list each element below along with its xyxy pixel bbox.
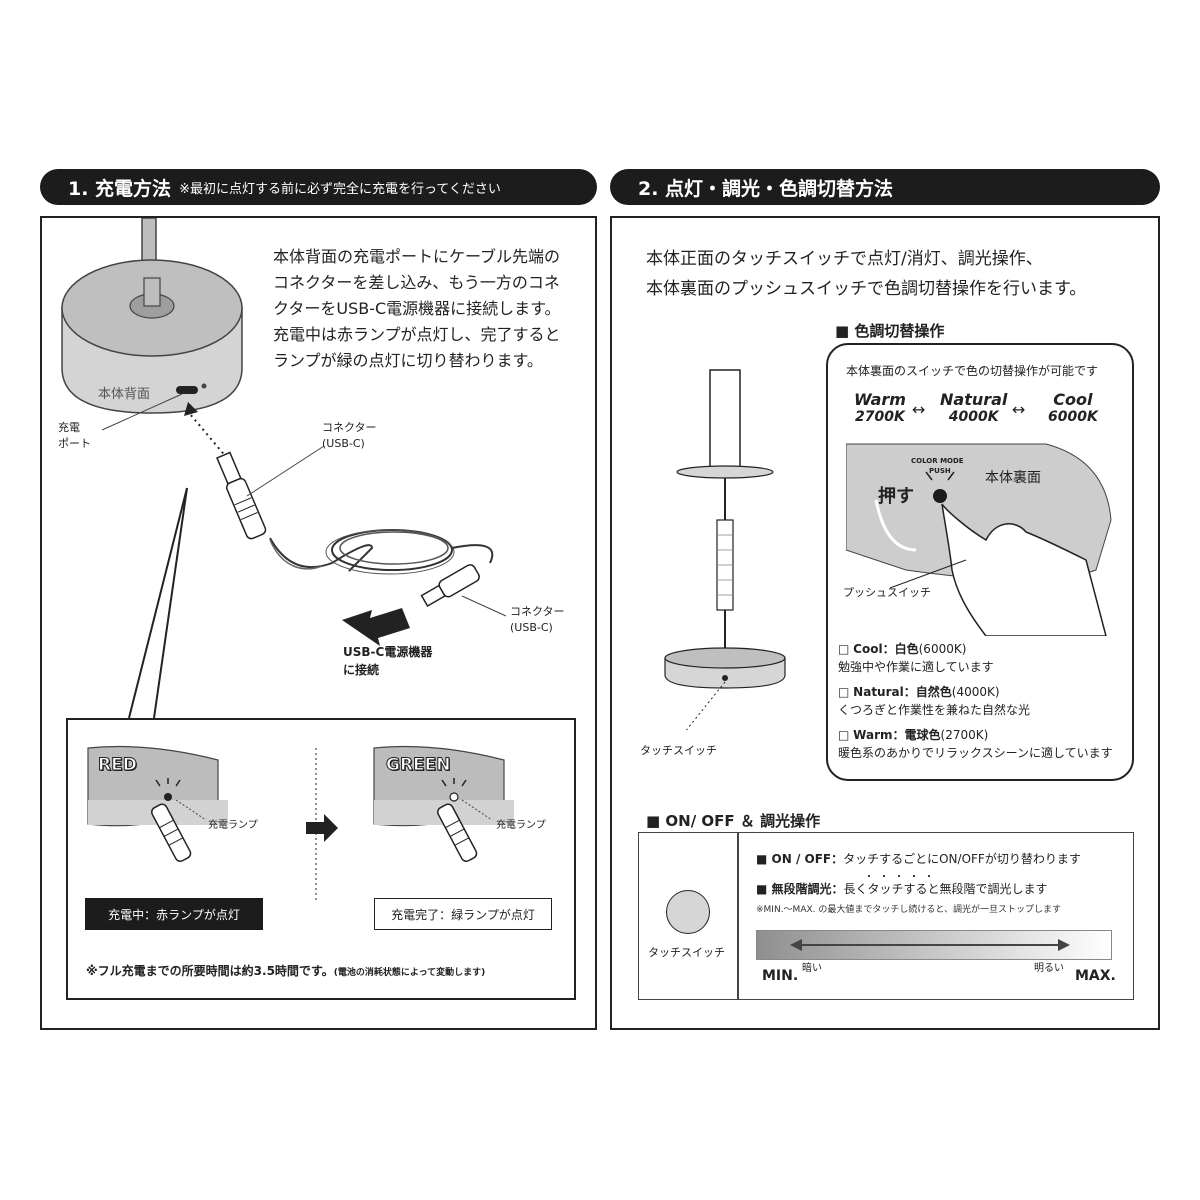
color-option-natural: □ Natural：自然色(4000K) くつろぎと作業性を兼ねた自然な光 [838, 685, 1031, 717]
dark-label: 暗い [802, 963, 822, 974]
arrow-icon: ↔ [912, 400, 926, 419]
lamp-full-illustration [664, 369, 786, 730]
section1-panel [40, 216, 597, 1030]
push-switch-label: プッシュスイッチ [843, 586, 931, 599]
back-body-label: 本体裏面 [985, 470, 1041, 486]
color-mode-box [826, 343, 1134, 781]
dimming-arrow-icon [790, 939, 1070, 951]
emphasis-dots: ・・・・・ [864, 872, 939, 883]
touch-switch-icon [666, 890, 710, 934]
section2-header: 2. 点灯・調光・色調切替方法 [610, 169, 1160, 205]
green-caption: 充電完了：緑ランプが点灯 [374, 898, 552, 930]
push-label: PUSH [929, 467, 951, 475]
red-title: RED [98, 755, 138, 776]
mode-cool: Cool 6000K [1048, 390, 1098, 425]
onoff-divider [737, 833, 739, 999]
press-label: 押す [878, 486, 914, 507]
mode-natural: Natural 4000K [940, 390, 1008, 425]
bright-label: 明るい [1034, 963, 1064, 974]
color-modes-row: Warm 2700K ↔ Natural 4000K ↔ Cool 6000K [840, 390, 1120, 434]
base-back-label: 本体背面 [98, 387, 151, 402]
onoff-section-title: ■ ON/ OFF ＆ 調光操作 [646, 812, 821, 830]
onoff-box [638, 832, 1134, 1000]
charge-port-label: 充電 ポート [58, 421, 91, 450]
green-lamp-label: 充電ランプ [496, 820, 546, 831]
arrow-icon: ↔ [1012, 400, 1026, 419]
section2-description: 本体正面のタッチスイッチで点灯/消灯、調光操作、 本体裏面のプッシュスイッチで色… [646, 249, 1087, 299]
connector-bottom-label: コネクター (USB-C) [510, 605, 565, 634]
charge-status-box [66, 718, 576, 1000]
touch-switch-label: タッチスイッチ [640, 744, 717, 757]
onoff-line1: ■ ON / OFF：タッチするごとにON/OFFが切り替わります [756, 852, 1081, 866]
red-lamp-label: 充電ランプ [208, 820, 258, 831]
color-mode-label: COLOR MODE [911, 457, 964, 465]
color-option-cool: □ Cool：白色(6000K) 勉強中や作業に適しています [838, 642, 994, 674]
section1-title: 1. 充電方法 [68, 177, 172, 200]
lamp-base-illustration [61, 218, 507, 719]
charge-time-footnote: ※フル充電までの所要時間は約3.5時間です。(電池の消耗状態によって変動します) [86, 964, 486, 978]
section1-description: 本体背面の充電ポートにケーブル先端の コネクターを差し込み、もう一方のコネ クタ… [273, 247, 561, 370]
charge-status-illustration [87, 745, 514, 900]
section2-panel [610, 216, 1160, 1030]
section1-note: ※最初に点灯する前に必ず完全に充電を行ってください [179, 181, 501, 197]
section1-header: 1. 充電方法 ※最初に点灯する前に必ず完全に充電を行ってください [40, 169, 597, 205]
red-caption: 充電中：赤ランプが点灯 [85, 898, 263, 930]
min-label: MIN. [762, 968, 799, 984]
mode-warm: Warm 2700K [854, 390, 906, 425]
color-section-title: ■ 色調切替操作 [835, 322, 945, 340]
connector-top-label: コネクター (USB-C) [322, 421, 377, 450]
back-switch-illustration [846, 443, 1112, 636]
power-device-label: USB-C電源機器 に接続 [343, 645, 433, 677]
color-box-header: 本体裏面のスイッチで色の切替操作が可能です [846, 364, 1099, 378]
green-title: GREEN [386, 755, 451, 776]
color-option-warm: □ Warm：電球色(2700K) 暖色系のあかりでリラックスシーンに適していま… [838, 728, 1113, 760]
max-label: MAX. [1075, 968, 1116, 984]
section2-title: 2. 点灯・調光・色調切替方法 [638, 177, 894, 200]
onoff-line2: ■ 無段階調光：長くタッチすると無段階で調光します [756, 882, 1048, 896]
onoff-note: ※MIN.〜MAX. の最大値までタッチし続けると、調光が一旦ストップします [756, 905, 1062, 915]
onoff-switch-label: タッチスイッチ [648, 946, 725, 959]
